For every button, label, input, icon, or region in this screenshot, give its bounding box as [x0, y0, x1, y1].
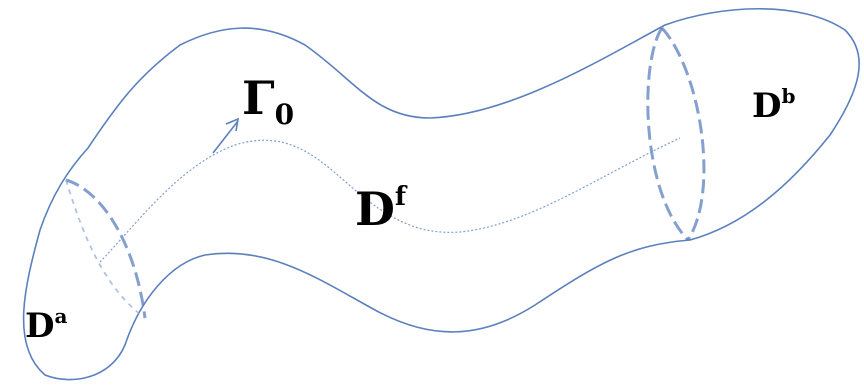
- direction-arrow-shaft: [212, 120, 239, 154]
- left-cross-section-back: [65, 179, 146, 319]
- label-domain-a: Da: [25, 304, 67, 346]
- label-gamma0: Γ0: [242, 71, 294, 131]
- label-domain-a-superscript: a: [54, 304, 67, 328]
- domain-outline: [22, 7, 860, 381]
- centerline-gamma0: [99, 137, 681, 263]
- label-gamma0-subscript: 0: [275, 98, 294, 131]
- right-cross-section-back: [660, 26, 706, 241]
- label-gamma0-base: Γ: [242, 71, 275, 125]
- label-domain-b: Db: [752, 84, 795, 126]
- label-domain-f: Df: [355, 182, 408, 236]
- label-domain-f-superscript: f: [395, 182, 408, 212]
- direction-arrow-head: [225, 117, 240, 132]
- label-domain-a-base: D: [25, 306, 54, 346]
- label-domain-f-base: D: [355, 182, 395, 236]
- right-cross-section-front: [646, 27, 690, 242]
- left-cross-section-front: [65, 178, 147, 319]
- label-domain-b-base: D: [752, 86, 781, 126]
- label-domain-b-superscript: b: [781, 84, 795, 108]
